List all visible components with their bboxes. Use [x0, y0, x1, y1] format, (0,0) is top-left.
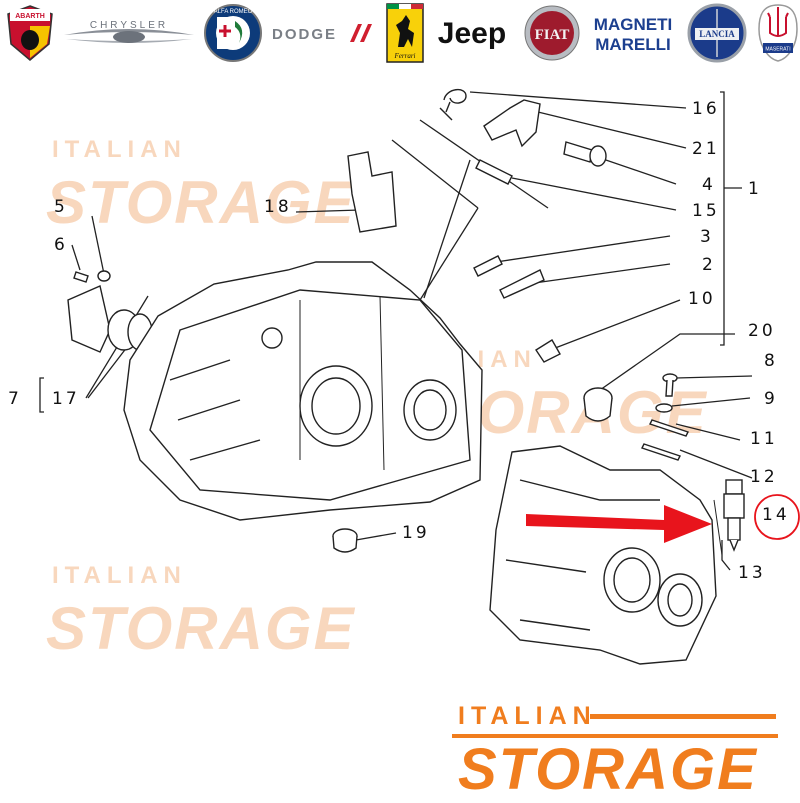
alfa-romeo-logo: ALFA ROMEO [202, 4, 264, 62]
callout-18: 18 [264, 197, 292, 217]
callout-12: 12 [750, 467, 778, 487]
leader-12 [679, 449, 753, 479]
highlight-arrow [526, 505, 712, 543]
callout-21: 21 [692, 139, 720, 159]
chrysler-logo: CHRYSLER [62, 4, 196, 62]
ferrari-logo: Ferrari [385, 3, 425, 63]
leader-16 [469, 91, 687, 109]
jeep-text: Jeep [438, 17, 506, 50]
leader-11 [675, 423, 741, 441]
part-3-pin [473, 255, 503, 277]
callout-5: 5 [54, 197, 68, 217]
watermark-storage-text: STORAGE [46, 169, 356, 236]
abarth-logo: ABARTH [2, 4, 58, 62]
assembly-line-b [391, 139, 479, 209]
part-21-lever [483, 99, 541, 148]
part-5-nut [97, 270, 111, 282]
callout-8: 8 [764, 351, 778, 371]
leader-4 [599, 157, 677, 185]
leader-19 [355, 532, 397, 541]
callout-6: 6 [54, 235, 68, 255]
leader-20 [599, 333, 735, 391]
part-6-bolt [73, 271, 89, 283]
logo-top-rule [590, 714, 776, 719]
magneti-marelli-logo: MAGNETI MARELLI [588, 4, 678, 62]
part-19-plug [332, 528, 358, 553]
watermark-storage-text: STORAGE [46, 595, 356, 662]
callout-4: 4 [702, 175, 716, 195]
clutch-housing [123, 261, 483, 521]
callout-10: 10 [688, 289, 716, 309]
marelli-text: MARELLI [595, 35, 671, 54]
group-bracket-7 [39, 377, 44, 413]
callout-19: 19 [402, 523, 430, 543]
callout-7: 7 [8, 389, 22, 409]
part-16-spring [439, 89, 467, 121]
callout-20: 20 [748, 321, 776, 341]
callout-3: 3 [700, 227, 714, 247]
leader-6 [71, 244, 81, 271]
leader-9 [671, 397, 751, 407]
part-12-seal [641, 443, 681, 461]
callout-13: 13 [738, 563, 766, 583]
logo-mid-rule [452, 734, 778, 738]
gearbox-housing [489, 445, 717, 665]
assembly-line-d [423, 159, 471, 299]
watermark-italian-text: ITALIAN [52, 562, 187, 589]
callout-11: 11 [750, 429, 778, 449]
highlight-circle-14 [754, 494, 800, 540]
brand-logo-bar: ABARTH CHRYSLER ALFA ROMEO DODGE [0, 0, 800, 70]
part-15-pin [475, 159, 513, 185]
part-9-washer [655, 403, 673, 413]
callout-14: 14 [762, 505, 790, 525]
leader-15 [511, 177, 677, 211]
abarth-text: ABARTH [15, 13, 45, 20]
maserati-text: MASERATI [765, 47, 790, 53]
logo-italian-text: ITALIAN [458, 702, 597, 730]
leader-8 [675, 375, 753, 379]
leader-5 [91, 215, 105, 275]
dodge-text: DODGE [272, 26, 337, 43]
leader-18 [295, 209, 361, 213]
part-14-switch [723, 479, 745, 552]
exploded-parts-diagram [39, 89, 800, 665]
lancia-logo: LANCIA [684, 3, 750, 63]
group-bracket-1 [720, 91, 725, 346]
leader-21 [537, 111, 687, 149]
leader-2 [519, 263, 671, 286]
maserati-logo: MASERATI [756, 4, 800, 62]
magneti-text: MAGNETI [594, 15, 672, 34]
callout-17: 17 [52, 389, 80, 409]
part-18-bracket [347, 151, 397, 233]
assembly-line-e [713, 499, 723, 556]
callout-16: 16 [692, 99, 720, 119]
callout-15: 15 [692, 201, 720, 221]
leader-13 [721, 540, 731, 571]
part-4-pivot-pin [563, 141, 607, 167]
jeep-logo: Jeep [430, 4, 514, 62]
ferrari-text: Ferrari [394, 52, 416, 60]
dodge-logo: DODGE [268, 4, 376, 62]
part-11-gasket [649, 419, 689, 437]
lancia-text: LANCIA [699, 29, 735, 39]
part-2-stud [499, 269, 545, 299]
fiat-text: FIAT [535, 27, 570, 43]
leader-3 [495, 235, 671, 263]
part-8-bolt [662, 373, 678, 397]
chrysler-text: CHRYSLER [90, 20, 168, 31]
part-7-guide-tube [67, 285, 141, 353]
alfa-romeo-text: ALFA ROMEO [214, 9, 253, 15]
watermark-italian-text: ITALIAN [52, 136, 187, 163]
part-10-plug [535, 339, 561, 363]
part-20-cap [583, 387, 613, 422]
callout-2: 2 [702, 255, 716, 275]
fiat-logo: FIAT [522, 4, 582, 62]
callout-1: 1 [748, 179, 762, 199]
leader-10 [549, 299, 681, 351]
assembly-line-c [419, 207, 479, 301]
callout-9: 9 [764, 389, 778, 409]
logo-storage-text: STORAGE [458, 737, 758, 802]
